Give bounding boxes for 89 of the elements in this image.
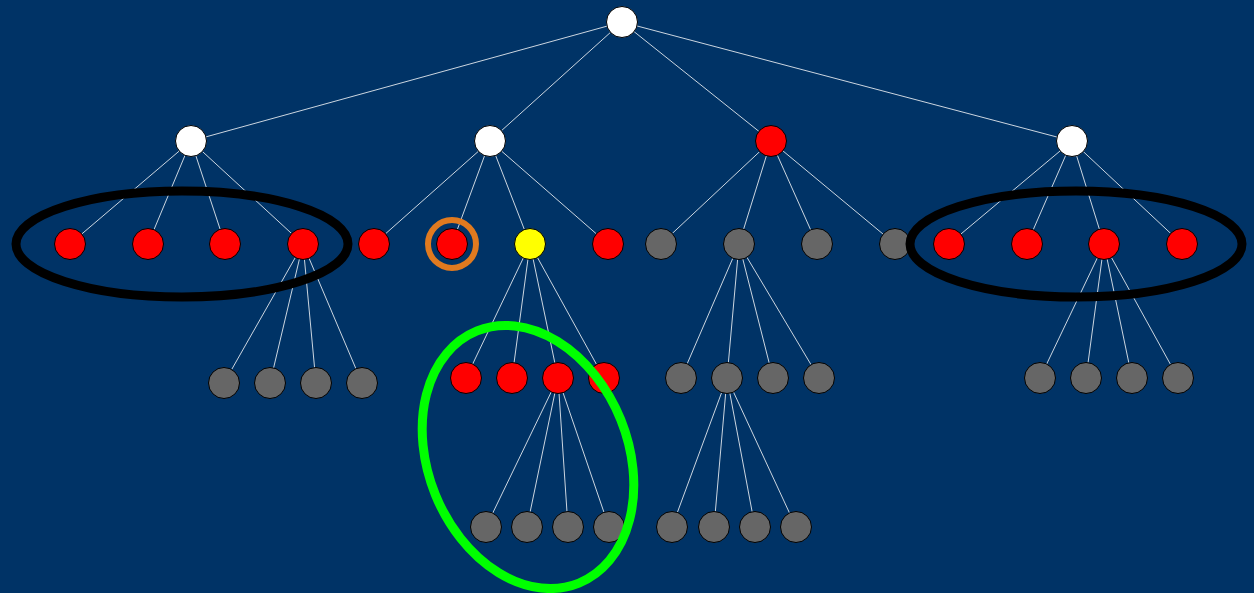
tree-node [933,228,965,260]
connector-line [495,155,525,230]
connector-line [1106,258,1130,364]
tree-node [780,511,812,543]
tree-node [698,511,730,543]
tree-node [588,362,620,394]
tree-node [757,362,789,394]
tree-node [606,6,638,38]
connector-line [1111,257,1171,365]
connector-line [676,392,723,513]
connector-line [529,392,556,513]
tree-node [592,228,624,260]
tree-node [1024,362,1056,394]
connector-line [742,258,770,364]
tree-node [801,228,833,260]
tree-node [665,362,697,394]
tree-node [593,511,625,543]
tree-node [803,362,835,394]
connector-line [1076,155,1100,230]
tree-node [254,367,286,399]
connector-line [385,150,479,235]
tree-node [514,228,546,260]
connector-line [562,392,605,513]
tree-node [1162,362,1194,394]
tree-node [645,228,677,260]
connector-line [501,150,597,235]
tree-node [346,367,378,399]
tree-node [175,125,207,157]
tree-node [54,228,86,260]
connector-line [728,259,738,363]
tree-node [1088,228,1120,260]
tree-node [450,362,482,394]
connector-line [1032,154,1067,231]
connector-line [782,150,884,235]
tree-node [755,125,787,157]
tree-node [1056,125,1088,157]
connector-line [776,154,812,231]
connector-line [501,32,611,131]
tree-node [287,228,319,260]
connector-line [1082,151,1172,234]
tree-node [208,367,240,399]
connector-line [746,256,812,366]
connector-line [558,393,568,512]
connector-line [231,257,296,370]
tree-node [511,511,543,543]
tree-node [1070,362,1102,394]
connector-line [532,258,556,364]
tree-node [209,228,241,260]
connector-line [472,257,524,365]
connector-line [308,257,357,370]
tree-node [552,511,584,543]
connector-line [729,392,753,513]
connector-line [273,258,300,369]
connector-line [633,31,760,132]
connector-line [153,154,186,231]
connector-line [714,393,727,512]
connector-line [960,150,1061,235]
connector-line [202,151,292,234]
tree-node [656,511,688,543]
tree-node [542,362,574,394]
connector-line [205,25,608,138]
tree-node [723,228,755,260]
tree-node [739,511,771,543]
tree-node [1116,362,1148,394]
tree-node [300,367,332,399]
connector-line [1046,257,1098,365]
connector-line [513,258,529,364]
connector-line [456,155,486,230]
tree-node [1011,228,1043,260]
tree-node [358,228,390,260]
connector-line [1087,258,1103,364]
connector-line [304,259,315,368]
connector-line [537,257,597,365]
connector-line [686,257,734,365]
tree-node [1166,228,1198,260]
connector-line [671,151,761,234]
tree-node [496,362,528,394]
tree-node [132,228,164,260]
connector-line [743,155,767,230]
connector-line [492,391,552,514]
connector-line [81,150,180,235]
connector-line [636,25,1058,138]
tree-node [436,228,468,260]
tree-node [879,228,911,260]
connector-line [733,391,790,514]
connector-line [195,155,221,230]
tree-node [711,362,743,394]
tree-node [474,125,506,157]
tree-node [470,511,502,543]
